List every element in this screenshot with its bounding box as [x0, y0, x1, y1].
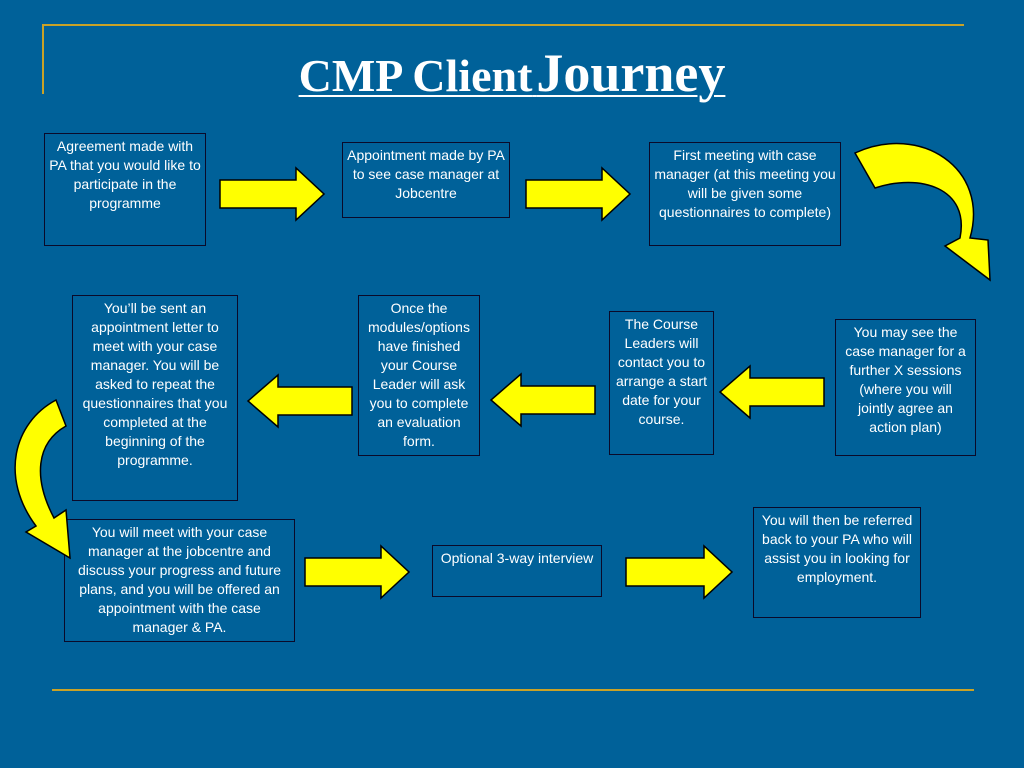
curved-down-arrow-icon	[853, 142, 991, 282]
right-arrow-icon	[625, 544, 734, 600]
page-title: CMP Client Journey	[0, 46, 1024, 100]
top-gold-rule	[42, 24, 964, 26]
step-3-first-meeting-box: First meeting with case manager (at this…	[649, 142, 841, 246]
title-part-2: Journey	[536, 43, 726, 103]
left-arrow-icon	[489, 372, 596, 428]
left-arrow-icon	[246, 373, 353, 429]
right-arrow-icon	[219, 166, 326, 222]
step-2-appointment-box: Appointment made by PA to see case manag…	[342, 142, 510, 218]
step-10-referred-back-box: You will then be referred back to your P…	[753, 507, 921, 618]
step-4-further-sessions-box: You may see the case manager for a furth…	[835, 319, 976, 456]
step-7-appointment-letter-box: You’ll be sent an appointment letter to …	[72, 295, 238, 501]
left-gold-rule	[42, 24, 44, 94]
step-1-agreement-box: Agreement made with PA that you would li…	[44, 133, 206, 246]
step-9-optional-interview-box: Optional 3-way interview	[432, 545, 602, 597]
curved-down-arrow-icon	[14, 398, 71, 560]
step-6-evaluation-box: Once the modules/options have finished y…	[358, 295, 480, 456]
right-arrow-icon	[525, 166, 632, 222]
step-8-progress-meeting-box: You will meet with your case manager at …	[64, 519, 295, 642]
step-5-course-leaders-box: The Course Leaders will contact you to a…	[609, 311, 714, 455]
left-arrow-icon	[718, 364, 825, 420]
right-arrow-icon	[304, 544, 411, 600]
title-part-1: CMP Client	[298, 50, 533, 101]
bottom-gold-rule	[52, 689, 974, 691]
